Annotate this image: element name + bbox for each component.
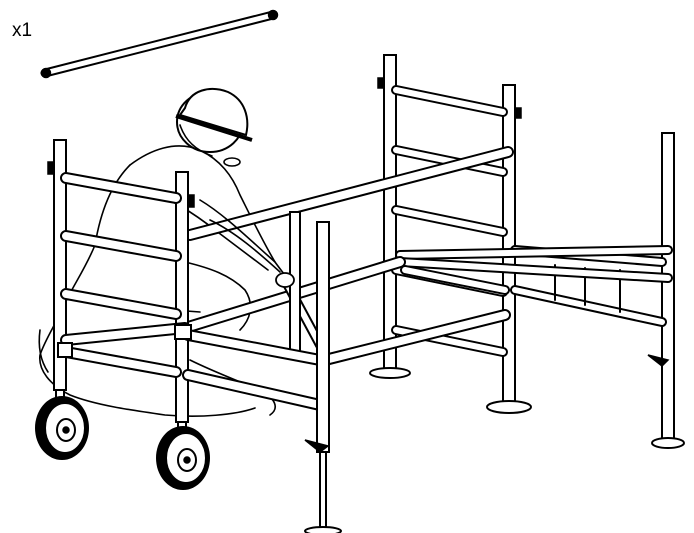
castor-wheel-right (156, 422, 210, 490)
front-right-post (305, 222, 341, 533)
front-end-frame (48, 140, 194, 422)
rear-end-frame (370, 55, 531, 413)
far-right-frame (515, 133, 684, 448)
loose-brace-part (42, 11, 278, 78)
castor-wheel-left (35, 390, 89, 460)
